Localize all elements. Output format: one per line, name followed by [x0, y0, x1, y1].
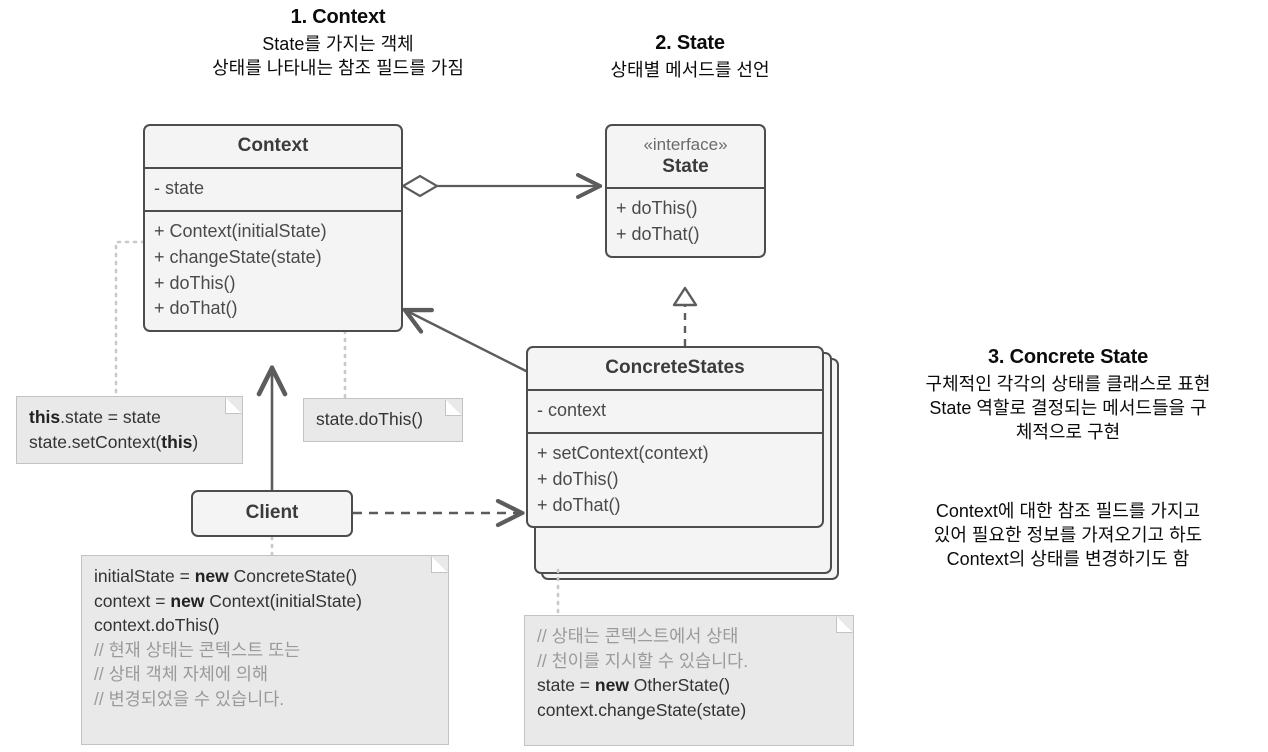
- class-box-context[interactable]: Context - state + Context(initialState) …: [143, 124, 403, 333]
- class-name-context: Context: [237, 135, 309, 156]
- class-box-state-methods: + doThis() + doThat(): [607, 189, 764, 256]
- note-text-run: ): [192, 431, 199, 452]
- note-fold-corner-icon: [445, 399, 462, 416]
- note-text-run: // 변경되었을 수 있습니다.: [94, 688, 285, 709]
- caption-concrete-extra-line2: 있어 필요한 정보를 가져오기고 하도: [933, 524, 1203, 545]
- caption-context: 1. Context State를 가지는 객체 상태를 나타내는 참조 필드를…: [93, 4, 583, 81]
- class-method: + Context(initialState): [154, 220, 327, 241]
- class-box-concretestates-methods: + setContext(context) + doThis() + doTha…: [528, 434, 822, 527]
- note-text-run: OtherState(): [628, 675, 731, 695]
- note-fold-corner-icon: [431, 556, 448, 573]
- class-name-client: Client: [245, 502, 299, 523]
- caption-concrete-line2: State 역할로 결정되는 메서드들을 구: [929, 398, 1207, 419]
- note-client-code: initialState = new ConcreteState()contex…: [81, 555, 449, 745]
- caption-context-line1: State를 가지는 객체: [262, 34, 414, 55]
- note-line: state.setContext(this): [29, 430, 231, 455]
- note-body: state.doThis(): [316, 407, 451, 432]
- note-text-run: // 천이를 지시할 수 있습니다.: [537, 650, 749, 671]
- class-field: - state: [154, 177, 205, 198]
- caption-state: 2. State 상태별 메서드를 선언: [545, 30, 835, 83]
- note-text-run: new: [170, 590, 205, 611]
- class-box-concretestates[interactable]: ConcreteStates - context + setContext(co…: [526, 346, 824, 529]
- note-body: // 상태는 콘텍스트에서 상태// 천이를 지시할 수 있습니다.state …: [537, 624, 842, 722]
- class-method: + changeState(state): [154, 246, 322, 267]
- note-fold-corner-icon: [836, 616, 853, 633]
- note-text-run: state.doThis(): [316, 409, 423, 429]
- class-method: + doThat(): [154, 298, 238, 319]
- class-method: + setContext(context): [537, 442, 709, 463]
- caption-context-title: 1. Context: [290, 6, 386, 28]
- class-name-concretestates: ConcreteStates: [605, 357, 745, 378]
- note-line: // 변경되었을 수 있습니다.: [94, 687, 437, 712]
- note-fold-corner-icon: [225, 397, 242, 414]
- class-method: + doThis(): [537, 468, 619, 489]
- note-line: // 상태는 콘텍스트에서 상태: [537, 624, 842, 649]
- note-line: this.state = state: [29, 405, 231, 430]
- note-line: context.doThis(): [94, 613, 437, 638]
- note-line: // 현재 상태는 콘텍스트 또는: [94, 638, 437, 663]
- class-method: + doThis(): [154, 272, 236, 293]
- caption-concrete-extra-line3: Context의 상태를 변경하기도 함: [946, 548, 1190, 569]
- class-box-concretestates-header: ConcreteStates: [528, 348, 822, 391]
- class-box-context-methods: + Context(initialState) + changeState(st…: [145, 212, 401, 331]
- note-line: state.doThis(): [316, 407, 451, 432]
- caption-concrete-extra-line1: Context에 대한 참조 필드를 가지고: [935, 501, 1201, 521]
- note-body: initialState = new ConcreteState()contex…: [94, 564, 437, 711]
- note-text-run: state =: [537, 675, 595, 695]
- note-line: initialState = new ConcreteState(): [94, 564, 437, 589]
- relation-context-state: [400, 176, 600, 196]
- caption-context-line2: 상태를 나타내는 참조 필드를 가짐: [212, 58, 464, 79]
- class-box-context-fields: - state: [145, 169, 401, 212]
- note-text-run: this: [29, 407, 61, 427]
- note-text-run: // 상태 객체 자체에 의해: [94, 664, 269, 684]
- class-method: + doThat(): [537, 494, 621, 515]
- caption-concrete-state-extra: Context에 대한 참조 필드를 가지고 있어 필요한 정보를 가져오기고 …: [868, 500, 1268, 571]
- class-method: + doThis(): [616, 198, 698, 219]
- caption-state-title: 2. State: [655, 32, 725, 54]
- caption-concrete-state: 3. Concrete State 구체적인 각각의 상태를 클래스로 표현 S…: [868, 344, 1268, 445]
- class-box-concretestates-fields: - context: [528, 391, 822, 434]
- relation-concretestates-context: [405, 310, 529, 374]
- note-text-run: .state = state: [60, 407, 161, 427]
- note-line: state = new OtherState(): [537, 673, 842, 698]
- note-text-run: context =: [94, 590, 171, 611]
- note-text-run: ConcreteState(): [228, 566, 358, 586]
- relation-concretestates-state: [672, 286, 698, 346]
- class-box-state[interactable]: «interface» State + doThis() + doThat(): [605, 124, 766, 259]
- note-text-run: initialState =: [94, 566, 195, 586]
- caption-concrete-line3: 체적으로 구현: [1015, 421, 1121, 442]
- note-text-run: Context(initialState): [204, 590, 362, 611]
- class-field: - context: [537, 399, 607, 420]
- note-line: // 천이를 지시할 수 있습니다.: [537, 649, 842, 674]
- caption-concrete-title: 3. Concrete State: [988, 346, 1148, 368]
- note-text-run: context.doThis(): [94, 615, 220, 635]
- class-box-state-header: «interface» State: [607, 126, 764, 190]
- note-text-run: new: [594, 675, 629, 695]
- class-method: + doThat(): [616, 224, 700, 245]
- caption-state-line1: 상태별 메서드를 선언: [610, 60, 770, 81]
- caption-concrete-line1: 구체적인 각각의 상태를 클래스로 표현: [925, 374, 1211, 395]
- note-text-run: state.setContext(: [29, 431, 162, 452]
- note-line: context.changeState(state): [537, 698, 842, 723]
- note-concrete-code: // 상태는 콘텍스트에서 상태// 천이를 지시할 수 있습니다.state …: [524, 615, 854, 746]
- note-text-run: // 상태는 콘텍스트에서 상태: [537, 626, 739, 646]
- note-line: context = new Context(initialState): [94, 589, 437, 614]
- note-state-dothis: state.doThis(): [303, 398, 463, 442]
- class-box-client[interactable]: Client: [191, 490, 353, 537]
- note-link-context-ctor: [114, 240, 146, 399]
- class-box-context-header: Context: [145, 126, 401, 169]
- note-text-run: new: [194, 566, 229, 586]
- class-name-state: State: [662, 155, 709, 177]
- note-text-run: this: [161, 431, 193, 452]
- class-stereotype-interface: «interface»: [643, 135, 728, 154]
- note-text-run: context.changeState(state): [537, 699, 747, 720]
- class-box-client-header: Client: [193, 492, 351, 535]
- note-text-run: // 현재 상태는 콘텍스트 또는: [94, 639, 301, 660]
- note-line: // 상태 객체 자체에 의해: [94, 662, 437, 687]
